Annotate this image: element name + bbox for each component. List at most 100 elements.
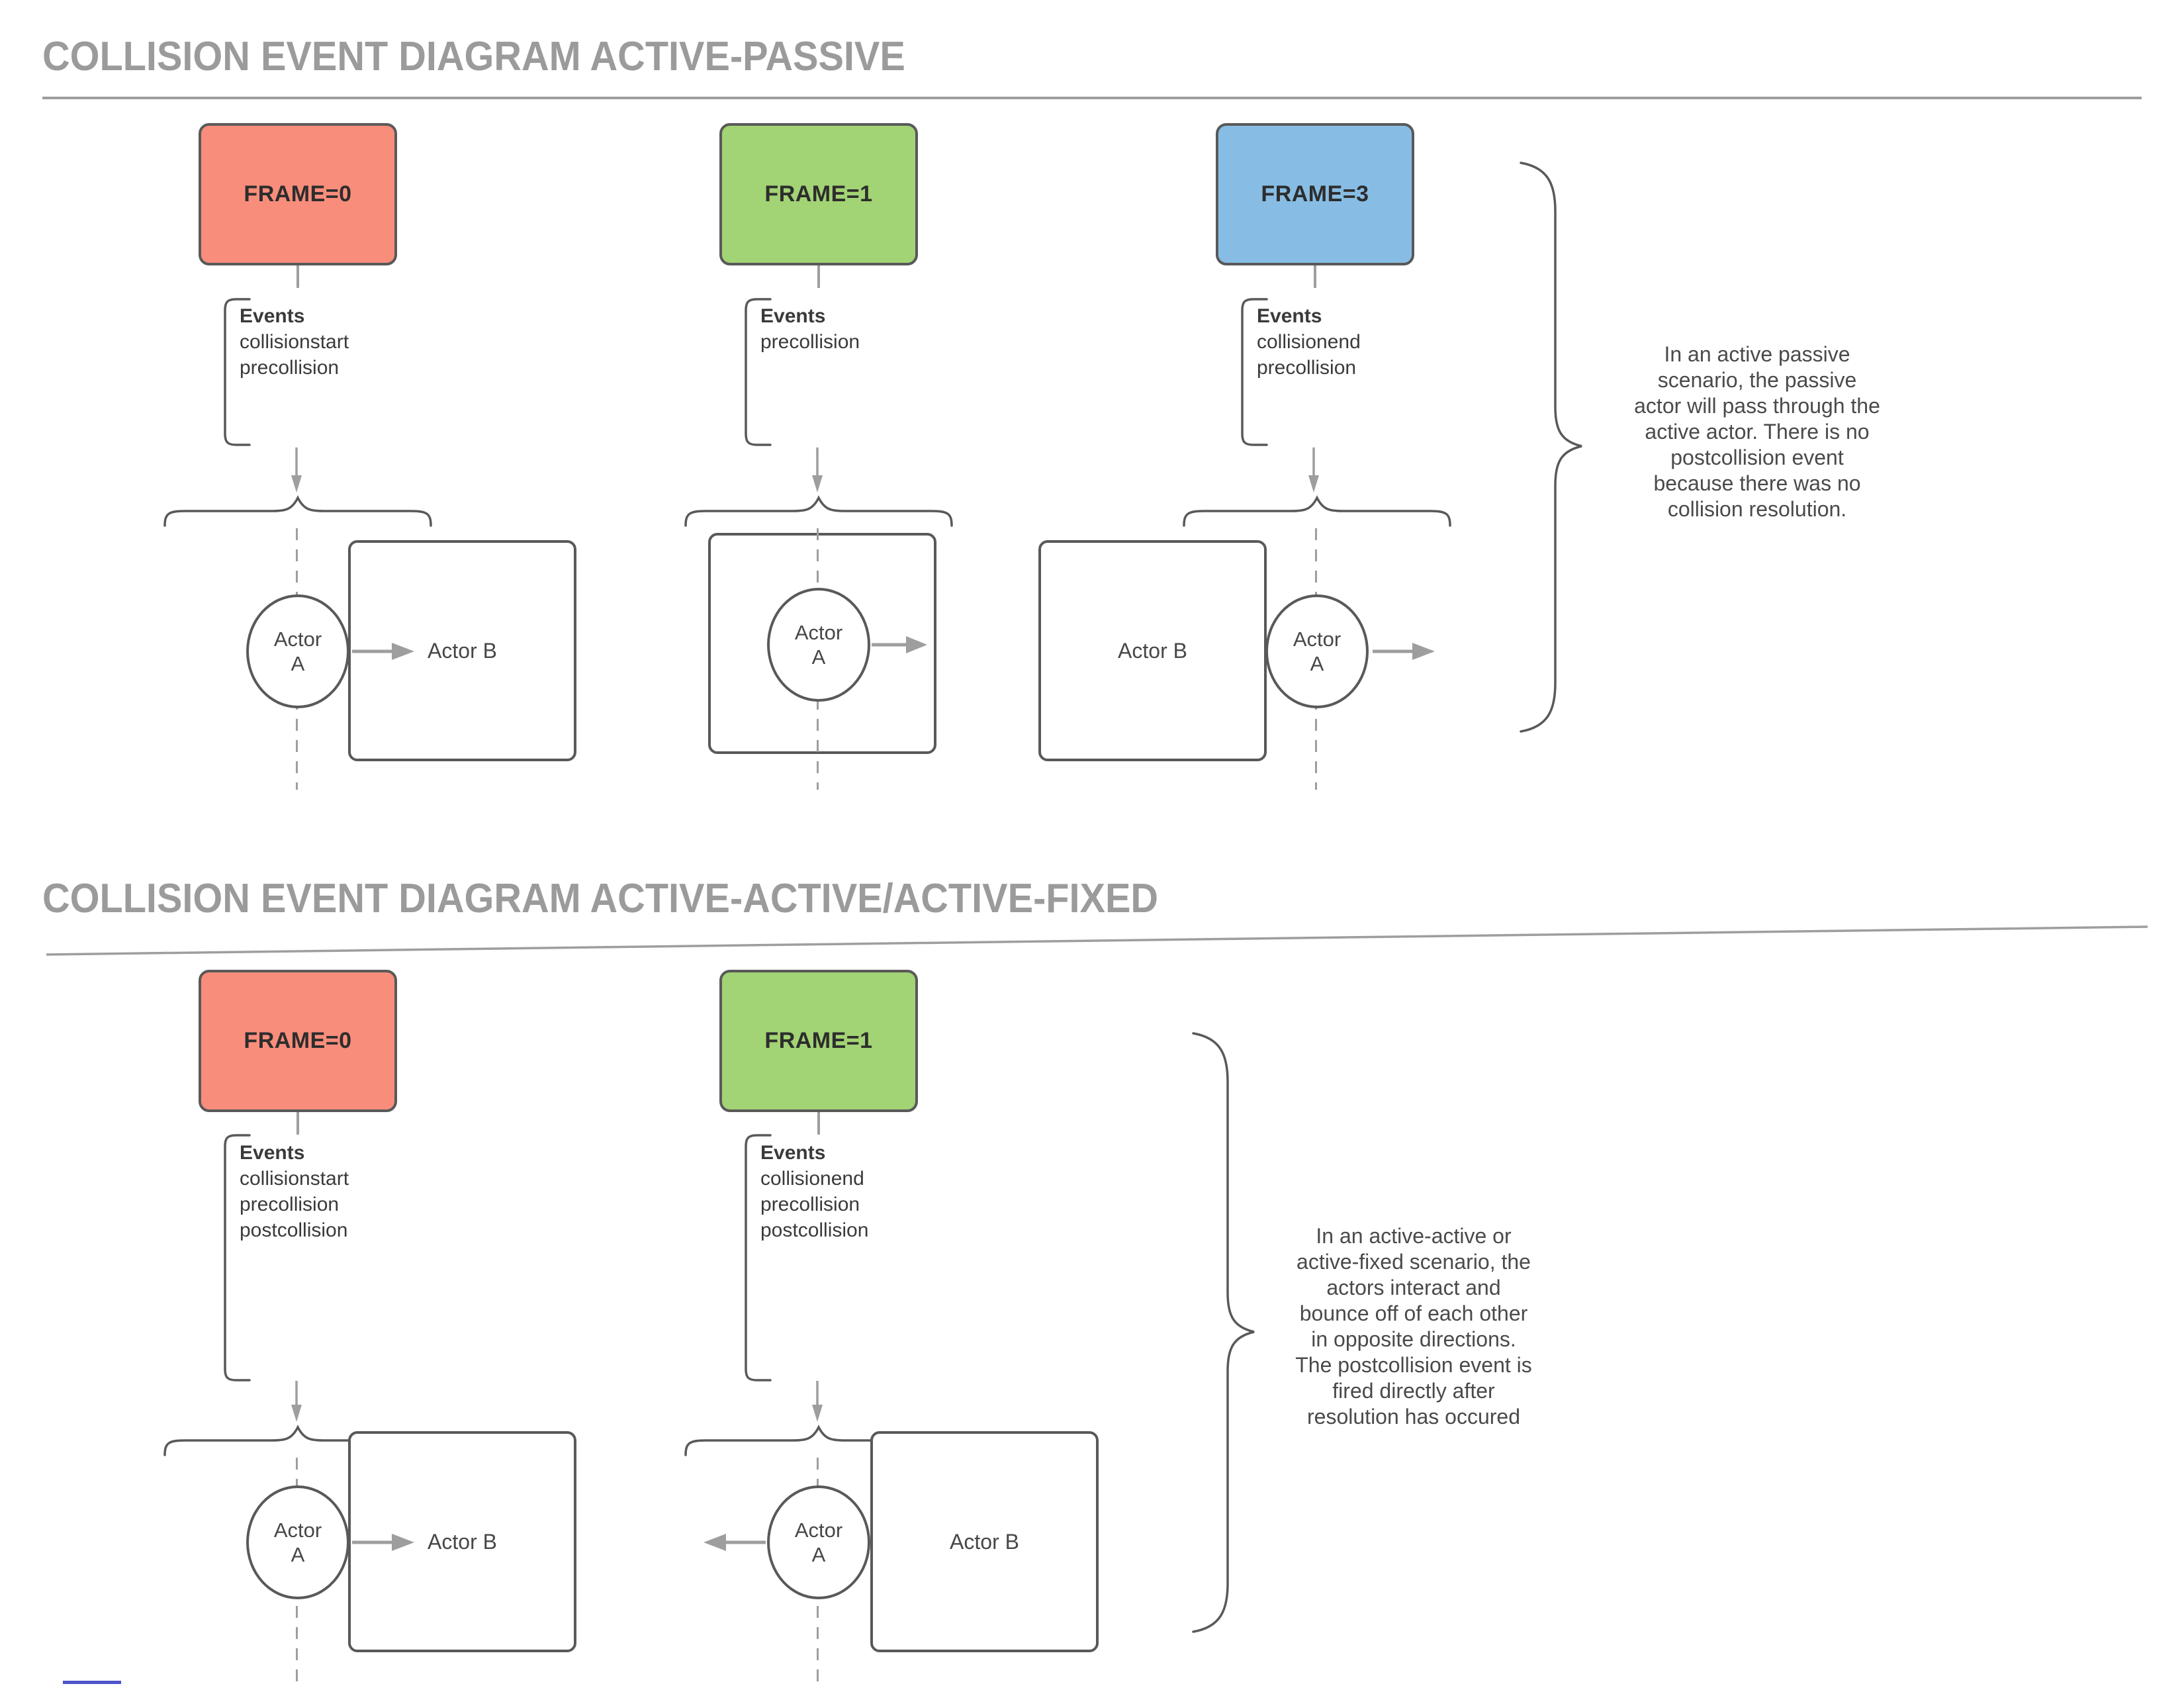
actor-a-circle: Actor A xyxy=(1265,594,1369,708)
section-title: COLLISION EVENT DIAGRAM ACTIVE-ACTIVE/AC… xyxy=(42,876,1159,921)
events-title: Events xyxy=(760,1142,826,1164)
event-item: collisionend xyxy=(1257,331,1361,353)
velocity-arrow-right-icon xyxy=(352,643,414,660)
note-line: scenario, the passive xyxy=(1657,368,1857,392)
actor-a-label: Actor xyxy=(273,628,322,651)
events-bracket xyxy=(1241,298,1268,446)
actor-a-label: Actor xyxy=(1293,628,1342,651)
note-line: resolution has occured xyxy=(1307,1405,1520,1429)
event-item: collisionstart xyxy=(240,331,349,353)
velocity-arrow-right-icon xyxy=(352,1534,414,1551)
section-title: COLLISION EVENT DIAGRAM ACTIVE-PASSIVE xyxy=(42,34,905,79)
stray-blue-mark xyxy=(63,1681,121,1684)
actor-b-label: Actor B xyxy=(950,1529,1019,1554)
group-brace xyxy=(684,495,953,527)
frame-label: FRAME=3 xyxy=(1261,181,1369,207)
section-divider xyxy=(46,925,2148,956)
event-item: collisionstart xyxy=(240,1168,349,1190)
note-brace xyxy=(1520,162,1582,733)
actor-a-label: Actor xyxy=(273,1519,322,1542)
connector-stub xyxy=(296,265,299,288)
note-line: The postcollision event is xyxy=(1295,1353,1532,1377)
actor-b-label: Actor B xyxy=(428,1529,497,1554)
note-line: In an active-active or xyxy=(1316,1224,1512,1248)
note-line: active actor. There is no xyxy=(1645,420,1870,444)
note-line: collision resolution. xyxy=(1667,497,1847,521)
events-title: Events xyxy=(240,305,305,327)
title-rule xyxy=(42,97,2142,99)
events-title: Events xyxy=(1257,305,1322,327)
frame-box: FRAME=3 xyxy=(1216,123,1414,265)
events-bracket xyxy=(745,1134,772,1382)
note-brace xyxy=(1192,1032,1255,1633)
group-brace xyxy=(163,495,432,527)
note-line: postcollision event xyxy=(1670,445,1844,469)
event-item: precollision xyxy=(1257,357,1357,379)
event-item: postcollision xyxy=(240,1219,348,1241)
note-line: active-fixed scenario, the xyxy=(1297,1250,1531,1274)
note-line: actor will pass through the xyxy=(1634,394,1880,418)
actor-a-label: A xyxy=(1310,652,1324,675)
note-line: fired directly after xyxy=(1332,1379,1495,1403)
down-arrow-icon xyxy=(812,447,823,492)
actor-b-box: Actor B xyxy=(348,540,576,761)
events-bracket xyxy=(224,298,251,446)
frame-box: FRAME=1 xyxy=(719,123,918,265)
frame-label: FRAME=0 xyxy=(244,181,352,207)
actor-a-label: A xyxy=(291,1543,305,1566)
events-list: Events collisionstart precollision xyxy=(240,303,349,381)
actor-b-label: Actor B xyxy=(428,638,497,663)
actor-a-label: A xyxy=(811,645,826,669)
down-arrow-icon xyxy=(812,1381,823,1422)
velocity-arrow-right-icon xyxy=(1373,643,1435,660)
event-item: precollision xyxy=(760,331,860,353)
note-line: because there was no xyxy=(1653,471,1861,495)
note-line: actors interact and xyxy=(1326,1276,1501,1299)
events-list: Events collisionend precollision xyxy=(1257,303,1361,381)
connector-stub xyxy=(817,265,820,288)
down-arrow-icon xyxy=(291,1381,302,1422)
frame-label: FRAME=1 xyxy=(764,181,873,207)
frame-box: FRAME=0 xyxy=(199,970,397,1112)
note-text: In an active passive scenario, the passi… xyxy=(1598,342,1916,522)
frame-box: FRAME=0 xyxy=(199,123,397,265)
actor-a-label: A xyxy=(811,1543,826,1566)
actor-a-circle: Actor A xyxy=(767,588,870,702)
event-item: precollision xyxy=(240,1194,340,1215)
events-bracket xyxy=(224,1134,251,1382)
actor-a-label: Actor xyxy=(794,621,843,644)
frame-box: FRAME=1 xyxy=(719,970,918,1112)
event-item: postcollision xyxy=(760,1219,869,1241)
actor-a-circle: Actor A xyxy=(246,1485,349,1599)
connector-stub xyxy=(817,1112,820,1135)
actor-b-box: Actor B xyxy=(1038,540,1267,761)
velocity-arrow-left-icon xyxy=(704,1534,766,1551)
event-item: collisionend xyxy=(760,1168,864,1190)
actor-a-label: Actor xyxy=(794,1519,843,1542)
actor-a-label: A xyxy=(291,652,305,675)
note-text: In an active-active or active-fixed scen… xyxy=(1255,1223,1572,1430)
events-list: Events precollision xyxy=(760,303,860,355)
frame-label: FRAME=0 xyxy=(244,1028,352,1053)
events-list: Events collisionend precollision postcol… xyxy=(760,1140,868,1243)
events-bracket xyxy=(745,298,772,446)
actor-a-circle: Actor A xyxy=(767,1485,870,1599)
event-item: precollision xyxy=(240,357,340,379)
events-title: Events xyxy=(760,305,826,327)
event-item: precollision xyxy=(760,1194,860,1215)
connector-stub xyxy=(1314,265,1316,288)
down-arrow-icon xyxy=(291,447,302,492)
events-list: Events collisionstart precollision postc… xyxy=(240,1140,349,1243)
down-arrow-icon xyxy=(1308,447,1319,492)
note-line: In an active passive xyxy=(1664,342,1850,366)
events-title: Events xyxy=(240,1142,305,1164)
actor-b-box: Actor B xyxy=(870,1431,1099,1652)
frame-label: FRAME=1 xyxy=(764,1028,873,1053)
actor-b-label: Actor B xyxy=(1118,638,1187,663)
connector-stub xyxy=(296,1112,299,1135)
actor-a-circle: Actor A xyxy=(246,594,349,708)
note-line: in opposite directions. xyxy=(1311,1327,1516,1351)
velocity-arrow-right-icon xyxy=(872,636,927,653)
note-line: bounce off of each other xyxy=(1299,1301,1528,1325)
group-brace xyxy=(1183,495,1451,527)
